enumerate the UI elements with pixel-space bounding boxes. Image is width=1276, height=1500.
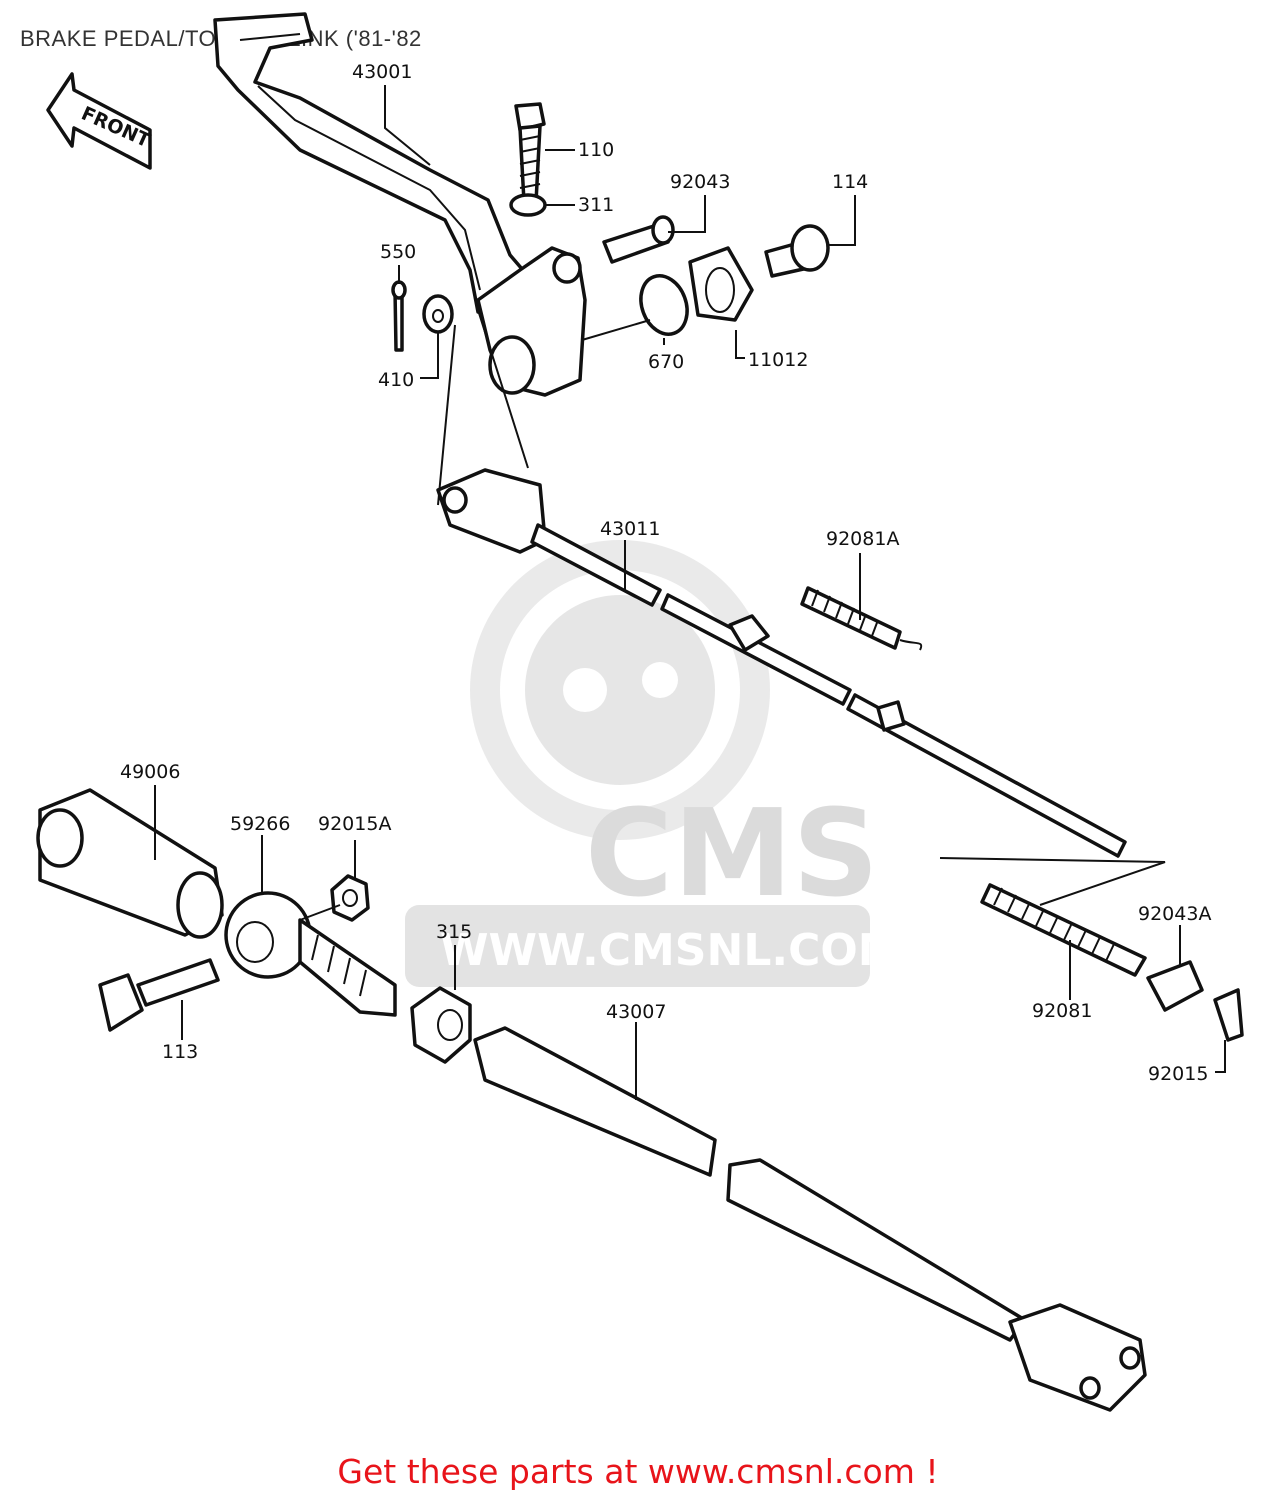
front-arrow-icon: FRONT <box>46 72 153 170</box>
part-label-92015[interactable]: 92015 <box>1148 1063 1208 1085</box>
pin-92043 <box>602 215 675 264</box>
o-ring-670 <box>639 274 689 336</box>
part-label-114[interactable]: 114 <box>832 171 868 193</box>
cta-link[interactable]: Get these parts at www.cmsnl.com ! <box>337 1452 939 1491</box>
part-label-92043A[interactable]: 92043A <box>1138 903 1211 925</box>
clevis-43011 <box>436 468 547 554</box>
leader-lines <box>154 85 1226 1100</box>
bolt-114 <box>764 224 830 278</box>
cap-11012 <box>688 246 754 322</box>
spring-92081 <box>980 883 1147 977</box>
watermark: CMS WWW.CMSNL.COM <box>405 540 902 987</box>
part-label-550[interactable]: 550 <box>380 241 416 263</box>
bolt-110 <box>514 102 546 204</box>
nut-92015A <box>330 874 370 922</box>
brake-pedal-43001 <box>213 12 542 322</box>
part-label-49006[interactable]: 49006 <box>120 761 180 783</box>
pedal-pivot-housing <box>476 246 587 397</box>
boot-49006 <box>36 788 224 939</box>
washer-410 <box>422 294 454 334</box>
pin-92043A <box>1146 960 1204 1012</box>
watermark-brand: CMS <box>585 785 879 924</box>
nut-315 <box>410 986 472 1064</box>
part-label-43007[interactable]: 43007 <box>606 1001 666 1023</box>
part-label-410[interactable]: 410 <box>378 369 414 391</box>
spring-92081A <box>800 586 923 651</box>
part-label-670[interactable]: 670 <box>648 351 684 373</box>
part-label-92043[interactable]: 92043 <box>670 171 730 193</box>
part-label-92015A[interactable]: 92015A <box>318 813 391 835</box>
part-label-92081A[interactable]: 92081A <box>826 528 899 550</box>
part-label-113[interactable]: 113 <box>162 1041 198 1063</box>
watermark-url: WWW.CMSNL.COM <box>440 925 902 976</box>
part-label-315[interactable]: 315 <box>436 921 472 943</box>
bolt-113 <box>98 958 220 1032</box>
part-label-311[interactable]: 311 <box>578 194 614 216</box>
washer-311 <box>509 193 547 217</box>
part-label-92081[interactable]: 92081 <box>1032 1000 1092 1022</box>
part-label-59266[interactable]: 59266 <box>230 813 290 835</box>
rod-end-59266 <box>224 891 397 1017</box>
rod-43011 <box>530 523 1127 858</box>
part-label-43001[interactable]: 43001 <box>352 61 412 83</box>
part-label-110[interactable]: 110 <box>578 139 614 161</box>
part-label-43011[interactable]: 43011 <box>600 518 660 540</box>
part-label-11012[interactable]: 11012 <box>748 349 808 371</box>
torque-link-43007 <box>473 1026 1147 1412</box>
cotter-92015 <box>1213 988 1244 1042</box>
cotter-pin-550 <box>391 280 407 352</box>
